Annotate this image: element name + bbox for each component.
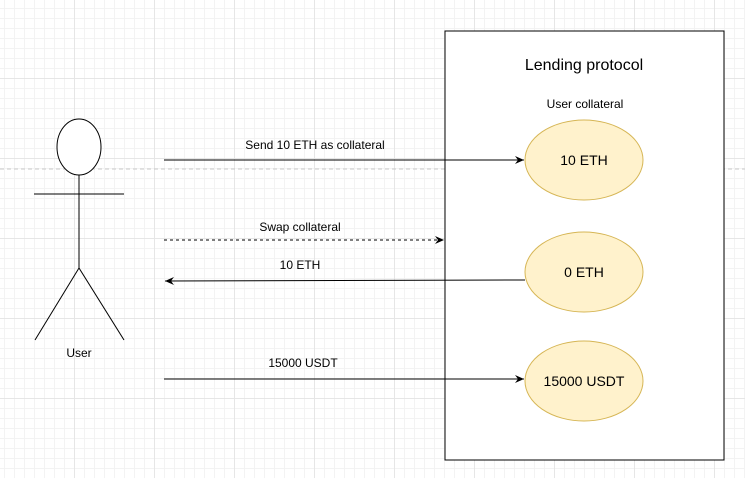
send-collateral-label: Send 10 ETH as collateral xyxy=(245,138,385,152)
protocol-title: Lending protocol xyxy=(524,57,644,74)
balance-zero-eth-text: 0 ETH xyxy=(564,264,604,280)
actor-label: User xyxy=(66,346,92,360)
collateral-ellipse-zero-eth[interactable] xyxy=(524,231,644,313)
actor-head xyxy=(56,118,102,176)
balance-usdt-text: 15000 USDT xyxy=(543,373,625,389)
actor-left-leg xyxy=(34,267,80,341)
eth-return-arrow[interactable] xyxy=(164,276,526,285)
usdt-deposit-label: 15000 USDT xyxy=(268,356,338,370)
collateral-label: User collateral xyxy=(546,97,624,111)
user-actor[interactable] xyxy=(34,118,125,341)
actor-right-leg xyxy=(78,267,125,341)
eth-return-label: 10 ETH xyxy=(279,258,321,272)
balance-eth-text: 10 ETH xyxy=(560,152,608,168)
swap-collateral-label: Swap collateral xyxy=(259,220,341,234)
collateral-ellipse-usdt[interactable] xyxy=(524,340,644,422)
collateral-ellipse-eth[interactable] xyxy=(524,119,644,201)
